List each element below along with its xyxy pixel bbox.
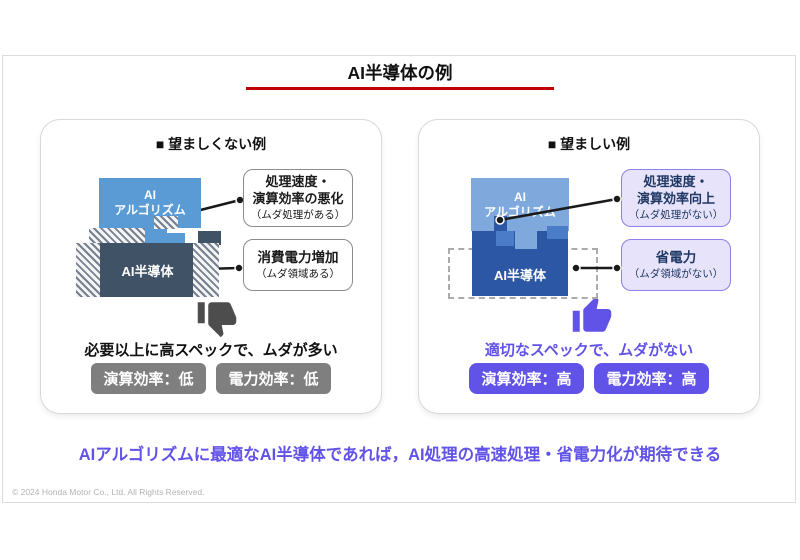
good-verdict-statement: 適切なスペックで、ムダがない (484, 342, 694, 359)
bad-verdict-statement: 必要以上に高スペックで、ムダが多い (84, 342, 338, 359)
bad-example-panel: ■ 望ましくない例 AI アルゴリズム AI半導体 処理速度・ 演算効率 (40, 119, 382, 414)
bad-waste-hatch-notch (154, 216, 178, 229)
bad-callout-speed: 処理速度・ 演算効率の悪化 （ムダ処理がある） (243, 169, 353, 227)
good-callout-power-line1: 省電力 (655, 250, 697, 266)
bad-badge-compute: 演算効率：低 (91, 363, 206, 394)
bad-ai-algorithm-box: AI アルゴリズム (99, 178, 201, 228)
bad-chip-waste-right (193, 243, 219, 297)
good-interlock-mid-piece-1 (496, 231, 514, 246)
good-chip-label: AI半導体 (493, 268, 546, 283)
good-callout-speed-note: （ムダ処理がない） (628, 208, 724, 221)
good-badge-compute: 演算効率：高 (469, 363, 584, 394)
bad-callout-speed-note: （ムダ処理がある） (250, 208, 346, 221)
bad-ai-chip-box: AI半導体 (76, 243, 219, 297)
bad-algo-label-line1: AI (144, 188, 156, 202)
good-callout-speed-line1: 処理速度・ (643, 174, 709, 190)
thumbs-down-icon (197, 302, 237, 338)
good-callout-speed-line2: 演算効率向上 (636, 190, 715, 206)
good-interlock-mid-piece-2 (547, 226, 568, 239)
slide-title: AI半導体の例 (347, 63, 453, 83)
title-underline (246, 87, 554, 90)
bad-chip-waste-left (76, 243, 100, 297)
bad-badge-power: 電力効率：低 (216, 363, 331, 394)
bad-callout-speed-line2: 演算効率の悪化 (252, 190, 344, 206)
bad-chip-tab (198, 231, 221, 245)
good-algo-label-line1: AI (514, 189, 526, 204)
bad-callout-speed-line1: 処理速度・ (265, 174, 331, 190)
bad-callout-power: 消費電力増加 （ムダ領域ある） (243, 239, 353, 291)
good-callout-power: 省電力 （ムダ領域がない） (621, 239, 731, 291)
good-callout-speed: 処理速度・ 演算効率向上 （ムダ処理がない） (621, 169, 731, 227)
bad-callout-power-line1: 消費電力増加 (257, 250, 339, 266)
copyright-text: © 2024 Honda Motor Co., Ltd. All Rights … (12, 487, 205, 497)
good-example-panel: ■ 望ましい例 AI アルゴリズム AI半導体 処理速度・ 演算効率向上 （ムダ… (418, 119, 760, 414)
conclusion-text: AIアルゴリズムに最適なAI半導体であれば，AI処理の高速処理・省電力化が期待で… (78, 446, 722, 464)
bad-chip-label: AI半導体 (121, 263, 174, 279)
bad-callout-power-note: （ムダ領域ある） (256, 267, 340, 280)
bad-panel-header: ■ 望ましくない例 (155, 136, 267, 152)
good-callout-power-note: （ムダ領域がない） (628, 267, 724, 280)
good-algo-tab-down (515, 231, 537, 249)
thumbs-up-icon (572, 296, 612, 332)
good-chip-tab-up (494, 216, 507, 232)
good-panel-header: ■ 望ましい例 (547, 136, 631, 152)
good-ai-algorithm-box: AI アルゴリズム (471, 178, 569, 231)
good-badge-power: 電力効率：高 (594, 363, 709, 394)
